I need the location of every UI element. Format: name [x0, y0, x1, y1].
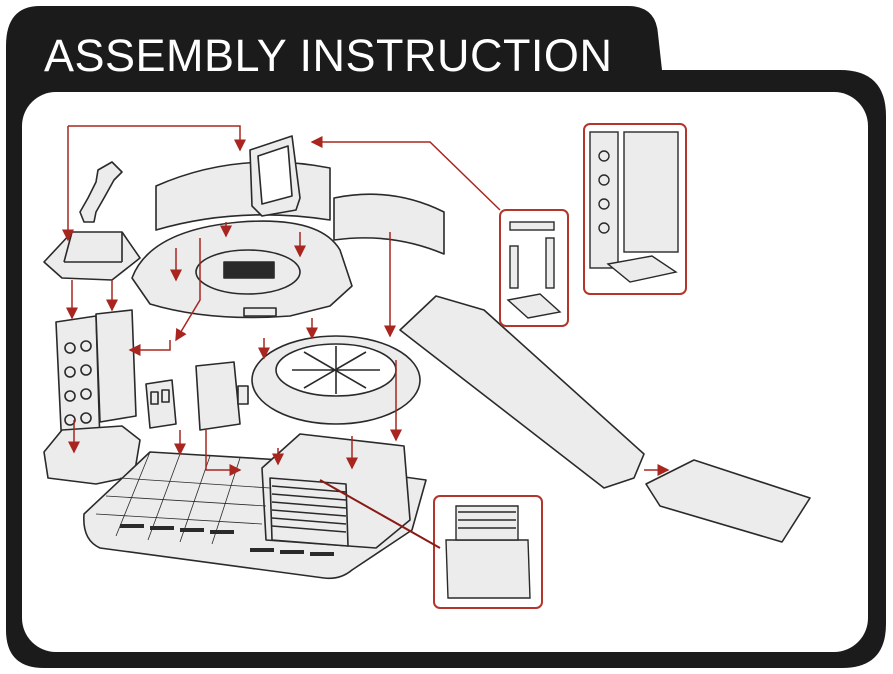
- ramp-slide: [399, 295, 645, 489]
- floor-grid: [95, 451, 271, 545]
- pump-station: [195, 361, 241, 431]
- page-title: ASSEMBLY INSTRUCTION: [44, 30, 613, 81]
- ramp-end: [645, 459, 811, 543]
- door-detail-pointer: [319, 479, 441, 549]
- tower-back-panel: [95, 309, 137, 423]
- wrench-tool: [79, 161, 123, 223]
- rooftop-cap: [43, 231, 141, 281]
- assembly-arrows: [62, 125, 670, 476]
- curved-wall-left: [155, 161, 331, 231]
- tower-base: [43, 425, 141, 485]
- curved-wall-right: [333, 193, 445, 255]
- floor-slots: [120, 524, 334, 556]
